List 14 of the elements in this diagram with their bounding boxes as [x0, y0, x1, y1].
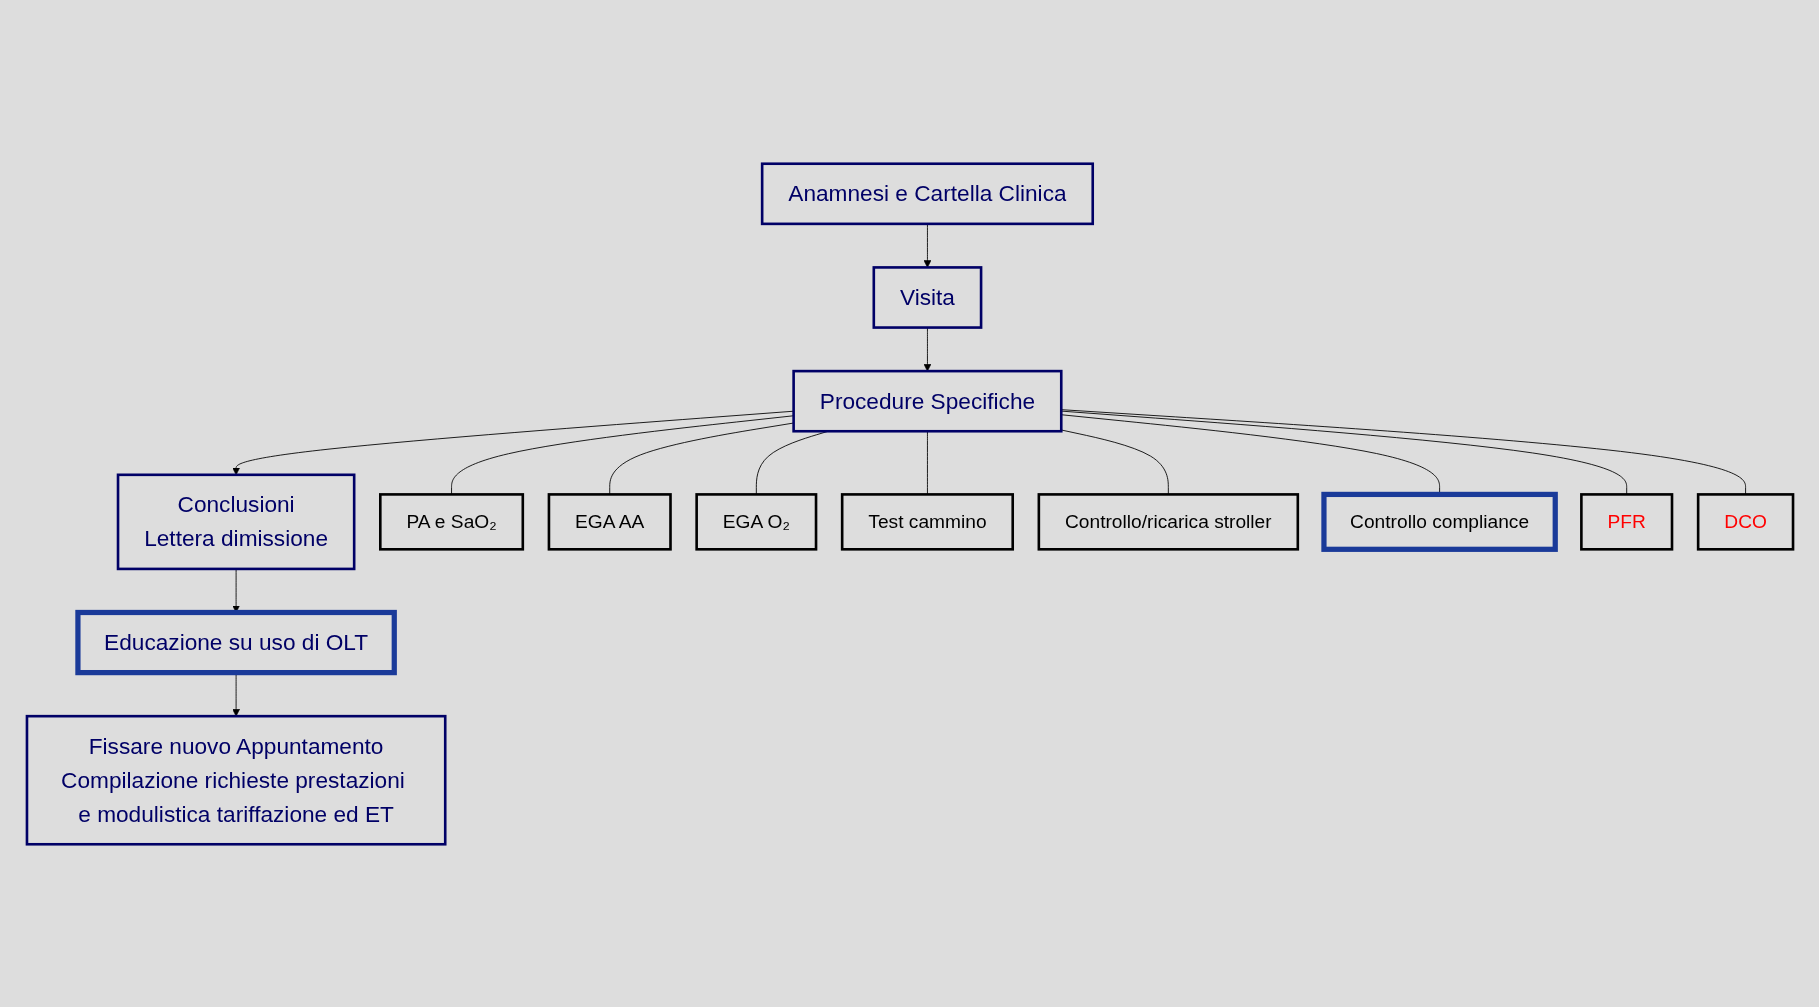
node-box: EGA O₂ — [694, 492, 817, 551]
node-box: Controllo/ricarica stroller — [1037, 492, 1299, 551]
node-box: PA e SaO₂ — [378, 492, 524, 551]
node-box: Test cammino — [840, 492, 1014, 551]
node-box: Controllo compliance — [1320, 491, 1558, 552]
node-box: Visita — [872, 265, 982, 329]
node-box: DCO — [1696, 492, 1794, 551]
node-box: EGA AA — [547, 492, 672, 551]
node-box: Fissare nuovo Appuntamento Compilazione richieste prestazioni e modulistica tariffazione ed ET — [25, 714, 447, 846]
node-box: Educazione su uso di OLT — [74, 609, 397, 675]
node-box: Anamnesi e Cartella Clinica — [760, 161, 1094, 225]
node-box: Procedure Specifiche — [791, 369, 1063, 433]
node-box: PFR — [1579, 492, 1673, 551]
node-box: Conclusioni Lettera dimissione — [116, 473, 355, 570]
